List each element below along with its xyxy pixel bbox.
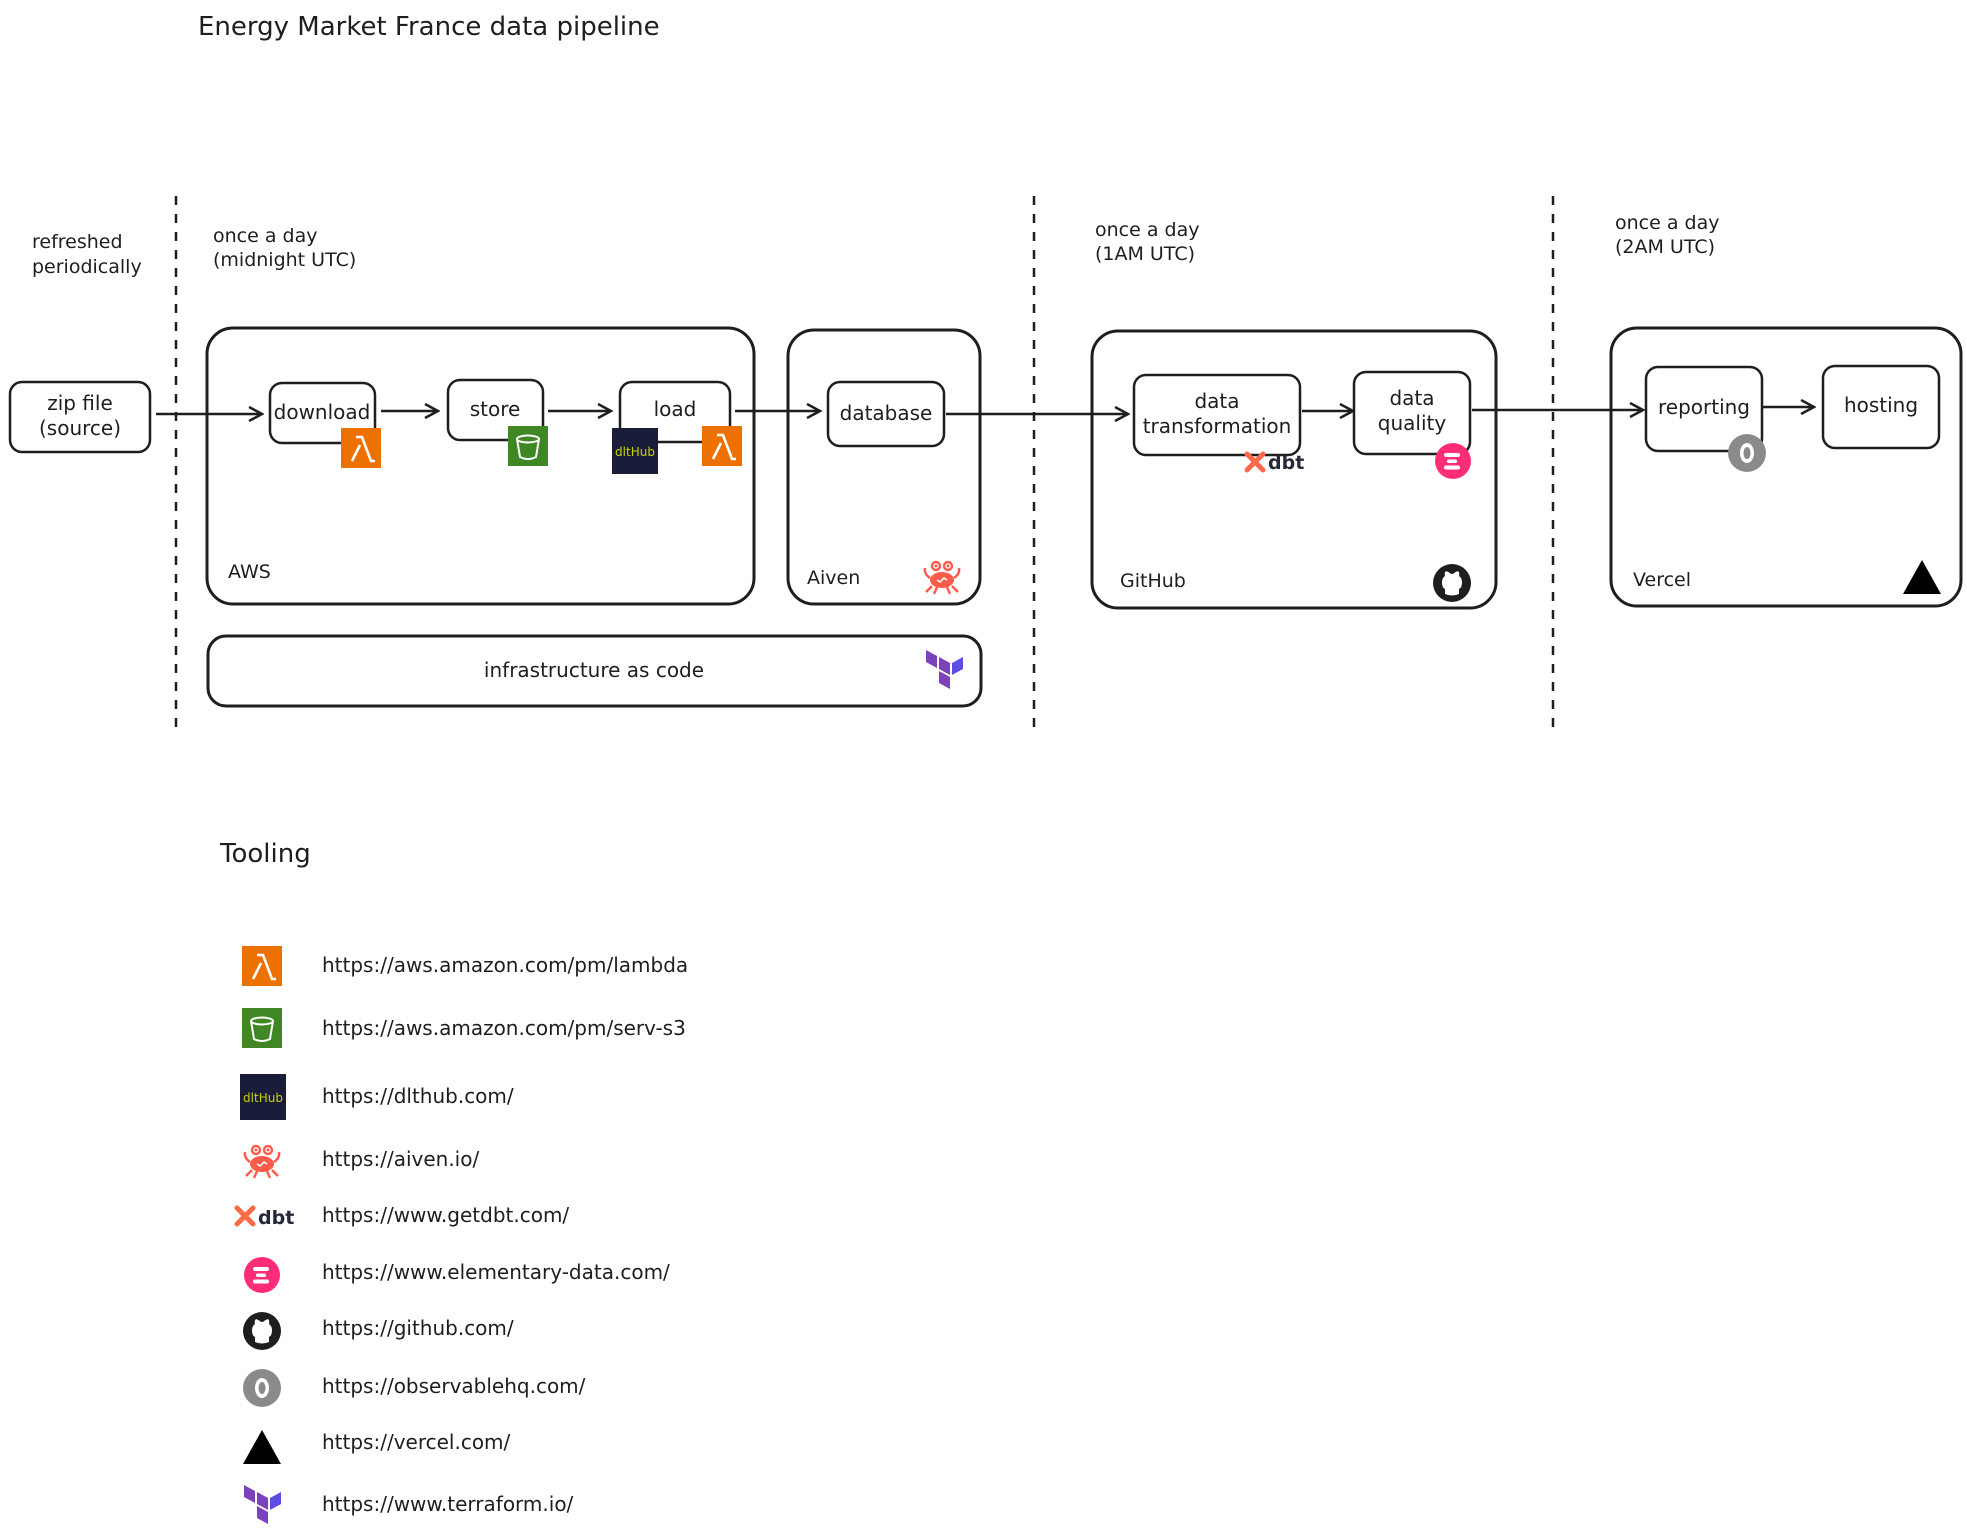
tooling-link[interactable]: https://aws.amazon.com/pm/serv-s3 bbox=[322, 1016, 686, 1040]
reporting-node-label: reporting bbox=[1658, 395, 1750, 419]
aws-lambda-icon-load bbox=[700, 424, 744, 468]
hosting-node-label: hosting bbox=[1844, 393, 1918, 417]
download-node-label: download bbox=[274, 400, 371, 424]
source-node bbox=[8, 380, 152, 454]
github-group-label: GitHub bbox=[1120, 570, 1186, 592]
dbt-icon bbox=[237, 1208, 253, 1224]
github-group bbox=[1090, 329, 1498, 610]
tooling-link[interactable]: https://aws.amazon.com/pm/lambda bbox=[322, 953, 688, 977]
tooling-link[interactable]: https://aiven.io/ bbox=[322, 1147, 479, 1171]
tooling-item: dbt https://www.getdbt.com/ bbox=[237, 1203, 569, 1229]
tooling-item: https://aws.amazon.com/pm/serv-s3 bbox=[241, 1007, 686, 1049]
github-schedule-label: once a day(1AM UTC) bbox=[1095, 219, 1199, 265]
database-node bbox=[826, 380, 946, 448]
tooling-list: https://aws.amazon.com/pm/lambda https:/… bbox=[237, 944, 688, 1524]
aws-group bbox=[205, 326, 756, 606]
tooling-heading: Tooling bbox=[219, 839, 311, 869]
vercel-group-label: Vercel bbox=[1633, 569, 1691, 591]
vercel-icon bbox=[1903, 560, 1941, 594]
aws-s3-icon bbox=[507, 425, 549, 467]
dlthub-logo-text: dltHub bbox=[615, 445, 655, 459]
dlthub-logo-text: dltHub bbox=[243, 1091, 283, 1105]
source-node-label: zip file(source) bbox=[39, 391, 121, 440]
aws-s3-icon bbox=[241, 1007, 283, 1049]
vercel-schedule-label: once a day(2AM UTC) bbox=[1615, 212, 1719, 258]
vercel-group bbox=[1609, 326, 1963, 608]
tooling-item: https://observablehq.com/ bbox=[243, 1369, 586, 1407]
aiven-icon bbox=[243, 1144, 281, 1180]
page-title: Energy Market France data pipeline bbox=[198, 12, 660, 42]
tooling-item: https://www.elementary-data.com/ bbox=[244, 1257, 670, 1293]
aiven-icon bbox=[923, 560, 961, 596]
database-node-label: database bbox=[840, 401, 933, 425]
transformation-node bbox=[1132, 373, 1302, 457]
elementary-icon bbox=[244, 1257, 280, 1293]
tooling-link[interactable]: https://www.terraform.io/ bbox=[322, 1492, 574, 1516]
terraform-icon bbox=[926, 650, 963, 689]
elementary-icon bbox=[1435, 443, 1471, 479]
observable-icon bbox=[243, 1369, 281, 1407]
load-node-label: load bbox=[654, 397, 697, 421]
quality-node bbox=[1352, 370, 1472, 456]
tooling-item: https://aiven.io/ bbox=[243, 1144, 479, 1180]
tooling-item: https://vercel.com/ bbox=[243, 1430, 511, 1464]
tooling-item: https://www.terraform.io/ bbox=[244, 1485, 574, 1524]
store-node-label: store bbox=[470, 397, 521, 421]
tooling-link[interactable]: https://observablehq.com/ bbox=[322, 1374, 586, 1398]
dbt-icon bbox=[1247, 454, 1263, 470]
store-node bbox=[446, 378, 545, 442]
reporting-node bbox=[1644, 365, 1764, 453]
dbt-logo-text: dbt bbox=[258, 1207, 294, 1229]
dbt-logo-text: dbt bbox=[1268, 452, 1304, 474]
vercel-icon bbox=[243, 1430, 281, 1464]
tooling-link[interactable]: https://github.com/ bbox=[322, 1316, 514, 1340]
terraform-icon bbox=[244, 1485, 281, 1524]
iac-group bbox=[206, 634, 983, 708]
aiven-group bbox=[786, 328, 982, 606]
observable-icon bbox=[1728, 434, 1766, 472]
tooling-item: https://github.com/ bbox=[242, 1311, 514, 1351]
aws-lambda-icon bbox=[339, 426, 383, 470]
github-icon bbox=[1432, 563, 1472, 603]
hosting-node bbox=[1821, 364, 1941, 450]
aws-schedule-label: once a day(midnight UTC) bbox=[213, 225, 356, 271]
aiven-group-label: Aiven bbox=[807, 567, 860, 589]
aws-lambda-icon bbox=[240, 944, 284, 988]
tooling-link[interactable]: https://www.getdbt.com/ bbox=[322, 1203, 569, 1227]
iac-label: infrastructure as code bbox=[484, 658, 704, 682]
aws-group-label: AWS bbox=[228, 561, 271, 583]
tooling-link[interactable]: https://dlthub.com/ bbox=[322, 1084, 514, 1108]
tooling-item: dltHub https://dlthub.com/ bbox=[240, 1074, 514, 1120]
tooling-link[interactable]: https://www.elementary-data.com/ bbox=[322, 1260, 670, 1284]
github-icon bbox=[242, 1311, 282, 1351]
tooling-link[interactable]: https://vercel.com/ bbox=[322, 1430, 511, 1454]
tooling-item: https://aws.amazon.com/pm/lambda bbox=[240, 944, 688, 988]
